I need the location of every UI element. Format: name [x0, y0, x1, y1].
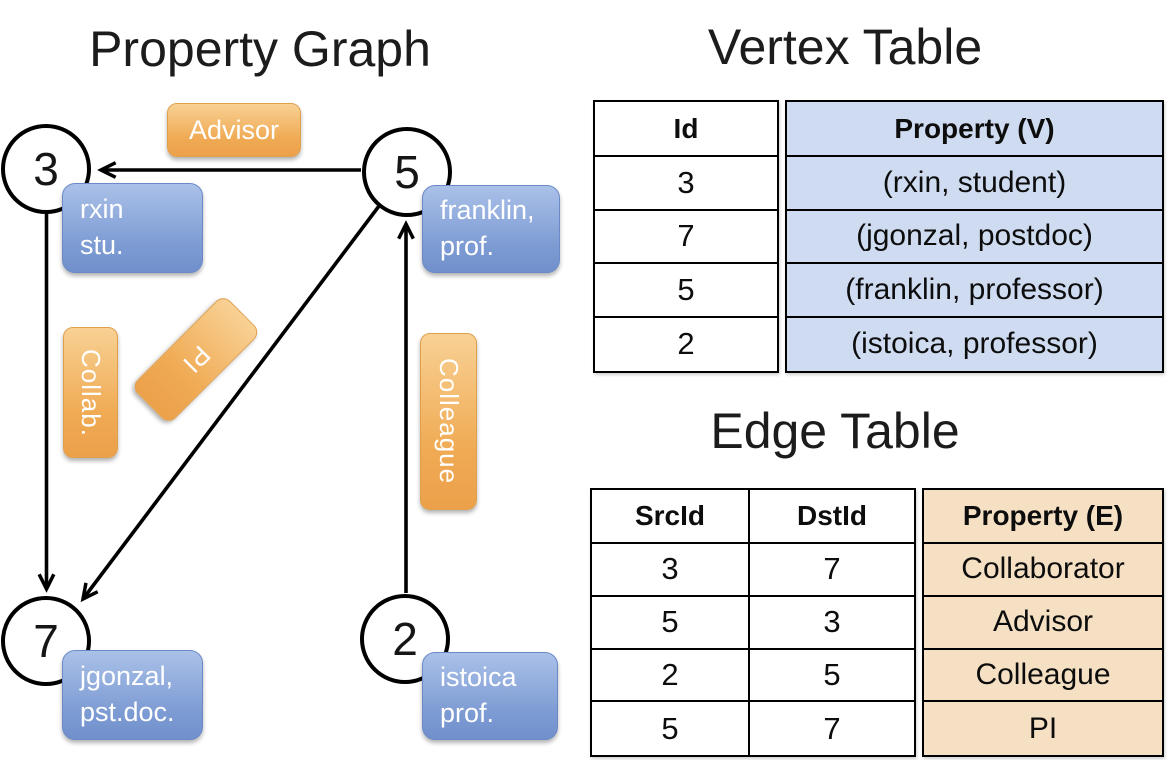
edge-table-src-dst-columns: SrcId DstId 3 7 5 3 2 5 5 7: [590, 488, 916, 757]
advisor-label-text: Advisor: [188, 114, 280, 145]
vertex-col-header-property: Property (V): [787, 102, 1162, 157]
edge-row-srcid: 5: [592, 596, 750, 650]
rxin-line2: stu.: [80, 230, 124, 260]
jgonzal-line2: pst.doc.: [80, 697, 175, 727]
node-3-id: 3: [33, 143, 59, 195]
edge-row-dstid: 7: [750, 544, 914, 597]
vertex-table-property-column: Property (V) (rxin, student) (jgonzal, p…: [785, 100, 1164, 373]
graph-edges-canvas: [0, 0, 580, 760]
edge-pi-5-to-7: [83, 204, 381, 599]
istoica-line2: prof.: [440, 698, 495, 728]
graph-node-5: 5: [362, 127, 452, 217]
franklin-line2: prof.: [440, 231, 495, 261]
node-7-id: 7: [33, 615, 59, 667]
edge-row-property: Collaborator: [924, 544, 1162, 597]
jgonzal-line1: jgonzal,: [80, 661, 174, 692]
vertex-row-id: 7: [595, 211, 777, 264]
edge-row-dstid: 5: [750, 650, 914, 703]
edge-label-colleague: Colleague: [420, 333, 477, 510]
node-2-id: 2: [392, 613, 418, 665]
vertex-pill-rxin: rxin stu.: [62, 183, 203, 273]
vertex-pill-franklin: franklin, prof.: [422, 185, 560, 273]
edge-col-header-property: Property (E): [924, 490, 1162, 544]
vertex-table-id-column: Id 3 7 5 2: [593, 100, 779, 373]
edge-row-property: Colleague: [924, 650, 1162, 703]
edge-row-property: PI: [1028, 711, 1058, 745]
collab-label-text: Collab.: [76, 348, 106, 437]
edge-label-collab: Collab.: [63, 327, 118, 458]
property-graph-title: Property Graph: [89, 21, 431, 77]
vertex-row-id: 3: [595, 157, 777, 211]
edge-row-srcid: 3: [592, 544, 750, 597]
vertex-col-header-id: Id: [595, 102, 777, 157]
vertex-row-property: (istoica, professor): [851, 327, 1098, 361]
rxin-line1: rxin: [80, 194, 124, 225]
edge-table-title: Edge Table: [710, 403, 960, 459]
edge-row-srcid: 2: [592, 649, 750, 703]
edge-table-property-column: Property (E) Collaborator Advisor Collea…: [922, 488, 1164, 757]
vertex-table-title: Vertex Table: [707, 19, 983, 75]
edge-col-header-srcid: SrcId: [592, 490, 750, 544]
istoica-line1: istoica: [440, 662, 517, 693]
vertex-row-id: 5: [595, 264, 777, 318]
edge-label-advisor: Advisor: [167, 103, 301, 157]
edge-row-srcid: 5: [592, 702, 750, 755]
vertex-pill-istoica: istoica prof.: [422, 652, 558, 740]
vertex-pill-jgonzal: jgonzal, pst.doc.: [62, 650, 203, 740]
edge-row-property: Advisor: [924, 597, 1162, 650]
vertex-row-property: (rxin, student): [787, 157, 1162, 211]
vertex-row-id: 2: [677, 326, 695, 362]
graph-node-2: 2: [360, 594, 450, 684]
vertex-row-property: (jgonzal, postdoc): [787, 211, 1162, 264]
vertex-row-property: (franklin, professor): [787, 264, 1162, 318]
edge-col-header-dstid: DstId: [750, 490, 914, 544]
colleague-label-text: Colleague: [434, 358, 464, 485]
pi-label-text: PI: [176, 339, 217, 380]
edge-row-dstid: 7: [823, 710, 841, 746]
edge-row-dstid: 3: [750, 597, 914, 650]
franklin-line1: franklin,: [440, 195, 535, 226]
node-5-id: 5: [394, 146, 420, 198]
